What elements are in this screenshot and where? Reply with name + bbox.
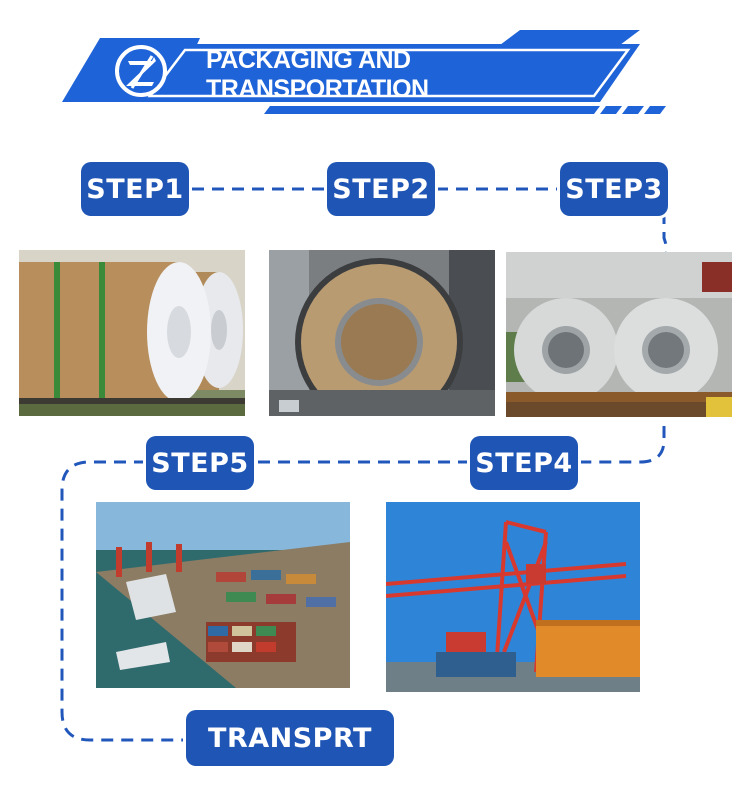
coil-paper-wrapped-photo [269,250,495,416]
step2-badge: STEP2 [327,162,435,216]
slash-z-logo-icon [114,44,168,98]
coils-on-pallet-photo [506,252,732,417]
step4-badge: STEP4 [470,436,578,490]
step1-badge: STEP1 [81,162,189,216]
container-crane-photo [386,502,640,692]
coil-cardboard-wrapped-photo [19,250,245,416]
container-port-aerial-photo [96,502,350,688]
step3-badge: STEP3 [560,162,668,216]
transport-badge: TRANSPRT [186,710,394,766]
step5-badge: STEP5 [146,436,254,490]
